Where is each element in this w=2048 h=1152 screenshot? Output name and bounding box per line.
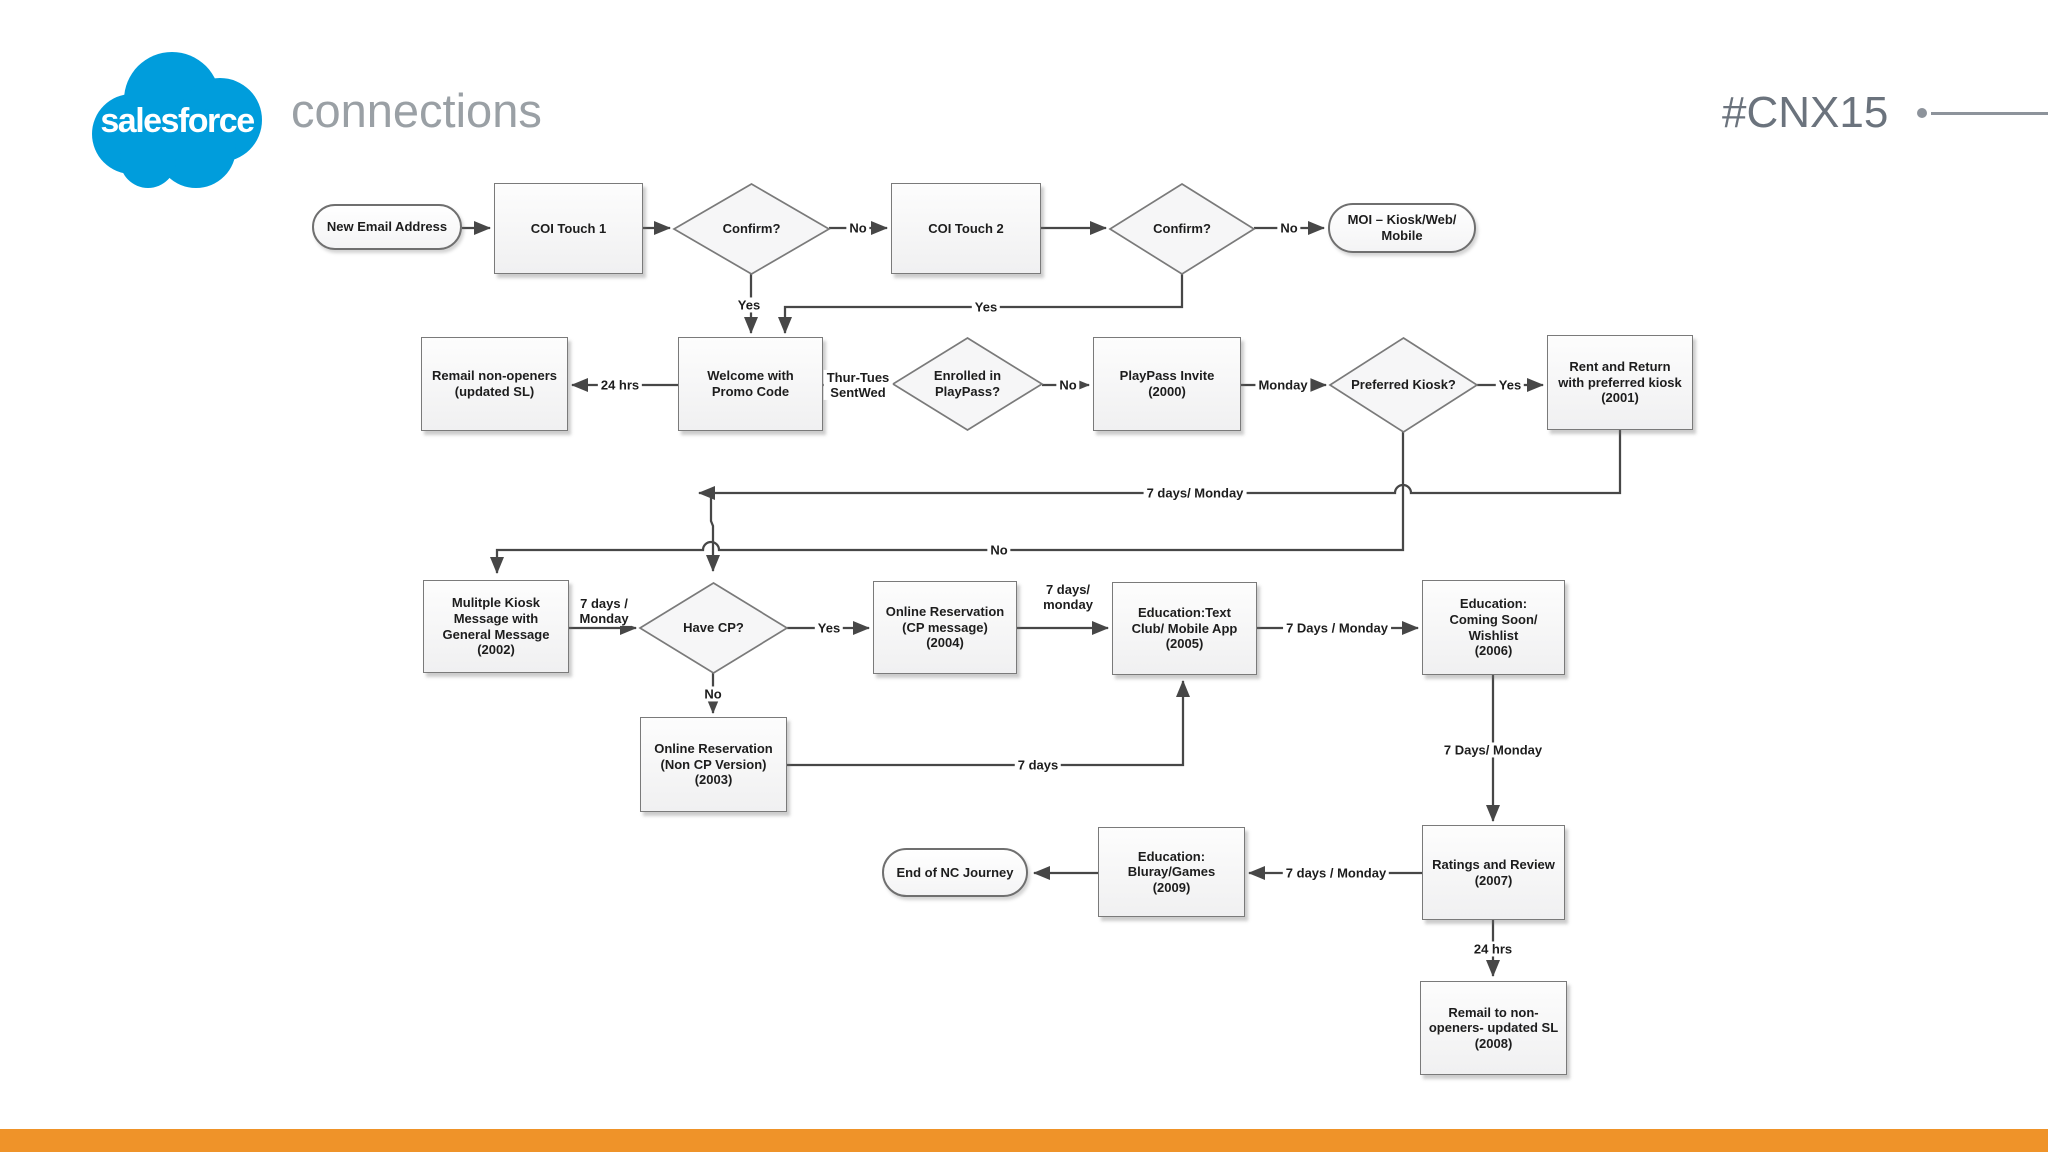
edge-2003-7days-2005: [787, 680, 1190, 767]
footer-accent-bar: [0, 1129, 2048, 1152]
have-cp: Have CP?: [640, 583, 787, 673]
multiple-kiosk-message-2002: Mulitple Kiosk Message with General Mess…: [423, 580, 569, 673]
edge-rent-7days-monday-loop-label: 7 days/ Monday: [1143, 485, 1247, 501]
edge-preferred-yes-rent-label: Yes: [1495, 377, 1525, 393]
education-bluray-2009: Education: Bluray/Games (2009): [1098, 827, 1245, 917]
online-reservation-cp-2004: Online Reservation (CP message) (2004): [873, 581, 1017, 674]
edge-loop-branch-to-havecp: [706, 494, 720, 572]
enrolled-in-playpass: Enrolled in PlayPass?: [893, 338, 1042, 430]
playpass-invite-2000: PlayPass Invite (2000): [1093, 337, 1241, 431]
confirm-2-label: Confirm?: [1153, 221, 1211, 237]
edge-2007-24hrs-2008-label: 24 hrs: [1470, 941, 1516, 957]
coi-touch-1-label: COI Touch 1: [530, 220, 607, 236]
edge-playpass-monday-preferred-label: Monday: [1255, 377, 1311, 393]
edge-2005-to-2006-label: 7 Days / Monday: [1283, 620, 1391, 636]
online-reservation-cp-2004-label: Online Reservation (CP message) (2004): [885, 604, 1005, 651]
education-coming-soon-2006-label: Education: Coming Soon/ Wishlist (2006): [1449, 596, 1538, 659]
education-text-club-2005-label: Education:Text Club/ Mobile App (2005): [1131, 605, 1238, 652]
end-of-nc-journey-label: End of NC Journey: [896, 864, 1014, 880]
edge-rent-7days-monday-loop: [698, 430, 1622, 500]
edge-confirm2-no-moi-label: No: [1277, 220, 1301, 236]
coi-touch-1: COI Touch 1: [494, 183, 643, 274]
hashtag-rule: [1931, 112, 2048, 115]
have-cp-label: Have CP?: [683, 620, 744, 636]
rent-and-return-2001: Rent and Return with preferred kiosk (20…: [1547, 335, 1693, 430]
edge-2002-to-havecp-label: 7 days / Monday: [576, 595, 632, 627]
new-email-address: New Email Address: [312, 204, 462, 250]
coi-touch-2: COI Touch 2: [891, 183, 1041, 274]
edge-havecp-no-2003-label: No: [701, 686, 725, 702]
confirm-2: Confirm?: [1110, 184, 1254, 274]
ratings-and-review-2007: Ratings and Review (2007): [1422, 825, 1565, 920]
rent-and-return-2001-label: Rent and Return with preferred kiosk (20…: [1558, 359, 1682, 406]
remail-to-non-openers-2008: Remail to non- openers- updated SL (2008…: [1420, 981, 1567, 1075]
education-text-club-2005: Education:Text Club/ Mobile App (2005): [1112, 582, 1257, 675]
preferred-kiosk-label: Preferred Kiosk?: [1351, 377, 1456, 393]
preferred-kiosk-shape: [1328, 336, 1479, 434]
new-email-address-label: New Email Address: [326, 219, 448, 235]
confirm-2-shape: [1108, 182, 1256, 276]
online-reservation-non-cp-2003: Online Reservation (Non CP Version) (200…: [640, 717, 787, 812]
salesforce-logo: salesforce: [84, 48, 270, 190]
ratings-and-review-2007-label: Ratings and Review (2007): [1432, 856, 1555, 888]
preferred-kiosk: Preferred Kiosk?: [1330, 338, 1477, 432]
edge-enrolled-no-playpass-label: No: [1056, 377, 1080, 393]
event-hashtag: #CNX15: [1722, 88, 1889, 137]
confirm-1: Confirm?: [674, 184, 829, 274]
remail-non-openers: Remail non-openers (updated SL): [421, 337, 568, 431]
edge-confirm2-yes-welcome-label: Yes: [971, 299, 1001, 315]
have-cp-shape: [638, 582, 789, 674]
welcome-with-promo-code-label: Welcome with Promo Code: [707, 368, 794, 399]
edge-havecp-yes-2004-label: Yes: [814, 620, 844, 636]
welcome-with-promo-code: Welcome with Promo Code: [678, 337, 823, 431]
education-coming-soon-2006: Education: Coming Soon/ Wishlist (2006): [1422, 580, 1565, 675]
enrolled-in-playpass-label: Enrolled in PlayPass?: [933, 368, 1002, 399]
edge-2007-to-2009-label: 7 days / Monday: [1282, 865, 1390, 881]
edge-welcome-24hrs-remail-label: 24 hrs: [597, 377, 643, 393]
edge-2004-to-2005-label: 7 days/ monday: [1040, 581, 1096, 613]
edge-confirm1-no-coi2-label: No: [846, 220, 870, 236]
edge-2006-to-2007-label: 7 Days/ Monday: [1440, 742, 1546, 758]
education-bluray-2009-label: Education: Bluray/Games (2009): [1127, 848, 1216, 895]
salesforce-cloud-icon: [92, 52, 262, 188]
edge-preferred-no-multiple-label: No: [987, 542, 1011, 558]
edge-confirm1-yes-welcome-label: Yes: [734, 297, 764, 313]
end-of-nc-journey: End of NC Journey: [882, 848, 1028, 897]
edge-2003-7days-2005-label: 7 days: [1014, 757, 1062, 773]
connections-title: connections: [291, 84, 542, 137]
remail-to-non-openers-2008-label: Remail to non- openers- updated SL (2008…: [1428, 1004, 1559, 1051]
moi-kiosk-web-mobile: MOI – Kiosk/Web/ Mobile: [1328, 203, 1476, 253]
salesforce-wordmark: salesforce: [100, 102, 255, 140]
playpass-invite-2000-label: PlayPass Invite (2000): [1119, 368, 1215, 399]
enrolled-in-playpass-shape: [891, 337, 1044, 431]
edge-preferred-no-multiple: [490, 432, 1405, 574]
online-reservation-non-cp-2003-label: Online Reservation (Non CP Version) (200…: [654, 741, 773, 788]
coi-touch-2-label: COI Touch 2: [928, 220, 1004, 236]
remail-non-openers-label: Remail non-openers (updated SL): [432, 368, 557, 399]
confirm-1-shape: [672, 183, 831, 275]
multiple-kiosk-message-2002-label: Mulitple Kiosk Message with General Mess…: [442, 595, 550, 658]
confirm-1-label: Confirm?: [722, 221, 781, 237]
moi-kiosk-web-mobile-label: MOI – Kiosk/Web/ Mobile: [1347, 212, 1457, 243]
hashtag-dot: [1917, 108, 1927, 118]
edge-welcome-to-enrolled-label: Thur-Tues SentWed: [823, 369, 893, 401]
